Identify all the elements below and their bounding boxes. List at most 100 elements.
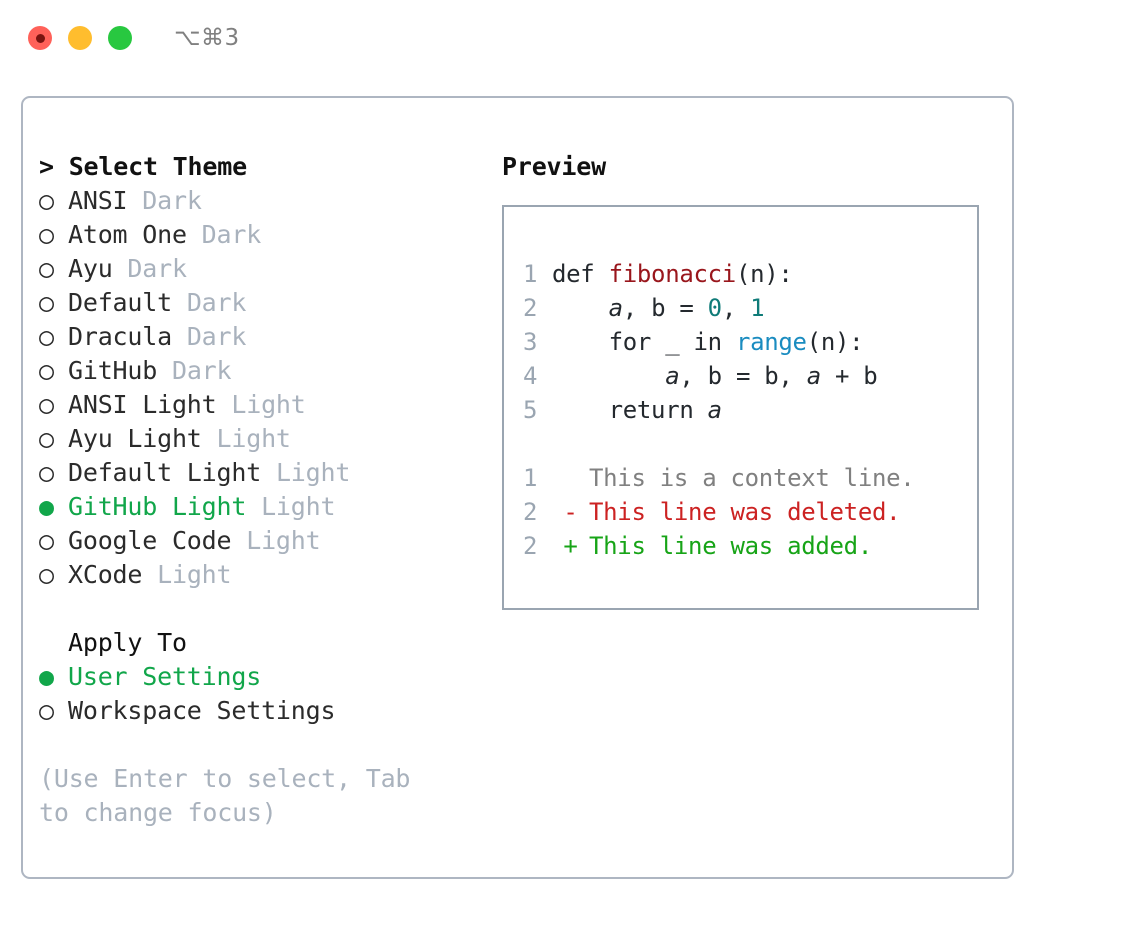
theme-name: Ayu Light <box>68 424 202 453</box>
code-token: , <box>721 294 751 322</box>
theme-kind: Dark <box>201 220 262 249</box>
preview-box: 1 def fibonacci (n): 2 a , b = 0 <box>502 205 979 610</box>
theme-kind: Dark <box>142 186 202 215</box>
radio-unselected-icon[interactable]: ○ <box>39 696 54 725</box>
diff-sample: 1 This is a context line. 2 - This line … <box>523 461 977 563</box>
code-line: 3 for _ in range (n): <box>523 325 977 359</box>
theme-name: Default Light <box>68 458 262 487</box>
code-line: 2 a , b = 0 , 1 <box>523 291 977 325</box>
theme-item-github-dark[interactable]: ○ GitHub Dark <box>39 354 469 388</box>
code-sample: 1 def fibonacci (n): 2 a , b = 0 <box>523 257 977 427</box>
diff-text: This line was added. <box>589 532 872 560</box>
theme-name: GitHub <box>68 356 158 385</box>
theme-name: Default <box>68 288 172 317</box>
line-number: 2 <box>523 498 538 526</box>
select-theme-heading: > Select Theme <box>39 152 247 181</box>
close-button-icon[interactable] <box>28 26 52 50</box>
radio-selected-icon[interactable]: ● <box>39 492 54 521</box>
radio-unselected-icon[interactable]: ○ <box>39 560 54 589</box>
theme-kind: Light <box>231 390 306 419</box>
theme-item-github-light[interactable]: ● GitHub Light Light <box>39 490 469 524</box>
theme-item-dracula-dark[interactable]: ○ Dracula Dark <box>39 320 469 354</box>
theme-item-ayu-light[interactable]: ○ Ayu Light Light <box>39 422 469 456</box>
code-line: 4 a , b = b, a + b <box>523 359 977 393</box>
line-number: 2 <box>523 294 538 322</box>
diff-text: This line was deleted. <box>589 498 901 526</box>
theme-kind: Dark <box>186 288 247 317</box>
preview-gap <box>523 427 977 461</box>
line-number: 5 <box>523 396 538 424</box>
diff-line-deleted: 2 - This line was deleted. <box>523 495 977 529</box>
code-token-function: fibonacci <box>608 260 737 288</box>
theme-name: Atom One <box>68 220 187 249</box>
theme-item-atom-one-dark[interactable]: ○ Atom One Dark <box>39 218 469 252</box>
theme-name: ANSI Light <box>68 390 217 419</box>
code-token-call: range <box>735 328 807 356</box>
radio-unselected-icon[interactable]: ○ <box>39 254 54 283</box>
apply-to-label: User Settings <box>68 662 262 691</box>
diff-text: This is a context line. <box>589 464 915 492</box>
code-token: + b <box>820 362 878 390</box>
code-token-number: 0 <box>707 294 722 322</box>
preview-heading: Preview <box>502 152 606 181</box>
theme-name: Ayu <box>68 254 113 283</box>
code-token-variable: a <box>806 362 821 390</box>
code-token: def <box>552 260 609 288</box>
diff-marker-plus: + <box>563 532 578 560</box>
maximize-button-icon[interactable] <box>108 26 132 50</box>
line-number: 2 <box>523 532 538 560</box>
theme-kind: Light <box>275 458 351 487</box>
window-controls <box>28 26 132 50</box>
minimize-button-icon[interactable] <box>68 26 92 50</box>
code-token-variable: a <box>665 362 680 390</box>
panel-columns: > Select Theme ○ ANSI Dark ○ Atom One <box>23 98 1012 877</box>
radio-unselected-icon[interactable]: ○ <box>39 526 54 555</box>
radio-unselected-icon[interactable]: ○ <box>39 322 54 351</box>
theme-item-default-light[interactable]: ○ Default Light Light <box>39 456 469 490</box>
theme-item-xcode-light[interactable]: ○ XCode Light <box>39 558 469 592</box>
theme-name: ANSI <box>68 186 128 215</box>
main-panel: > Select Theme ○ ANSI Dark ○ Atom One <box>21 96 1014 879</box>
code-token: , b = <box>622 294 708 322</box>
theme-picker-column: > Select Theme ○ ANSI Dark ○ Atom One <box>39 150 469 830</box>
radio-unselected-icon[interactable]: ○ <box>39 390 54 419</box>
theme-kind: Dark <box>186 322 247 351</box>
code-token-variable: a <box>707 396 722 424</box>
theme-kind: Dark <box>127 254 187 283</box>
theme-name: Dracula <box>68 322 172 351</box>
code-token-variable: a <box>608 294 623 322</box>
radio-unselected-icon[interactable]: ○ <box>39 220 54 249</box>
radio-unselected-icon[interactable]: ○ <box>39 424 54 453</box>
code-token: , b = b, <box>679 362 807 390</box>
theme-kind: Dark <box>171 356 232 385</box>
theme-item-google-code-light[interactable]: ○ Google Code Light <box>39 524 469 558</box>
theme-item-default-dark[interactable]: ○ Default Dark <box>39 286 469 320</box>
theme-name: Google Code <box>68 526 232 555</box>
close-dot-inner <box>35 33 45 43</box>
diff-line-context: 1 This is a context line. <box>523 461 977 495</box>
theme-item-ansi-light[interactable]: ○ ANSI Light Light <box>39 388 469 422</box>
apply-to-heading: Apply To <box>68 628 187 657</box>
radio-unselected-icon[interactable]: ○ <box>39 458 54 487</box>
diff-marker-minus: - <box>563 498 578 526</box>
radio-unselected-icon[interactable]: ○ <box>39 288 54 317</box>
theme-list: ○ ANSI Dark ○ Atom One Dark ○ <box>39 184 469 592</box>
apply-to-item-user-settings[interactable]: ● User Settings <box>39 660 469 694</box>
radio-unselected-icon[interactable]: ○ <box>39 356 54 385</box>
radio-unselected-icon[interactable]: ○ <box>39 186 54 215</box>
apply-to-list: ● User Settings ○ Workspace Settings <box>39 660 469 728</box>
radio-selected-icon[interactable]: ● <box>39 662 54 691</box>
theme-item-ansi-dark[interactable]: ○ ANSI Dark <box>39 184 469 218</box>
theme-name: GitHub Light <box>68 492 247 521</box>
keyboard-shortcut-label: ⌥⌘3 <box>174 25 240 51</box>
apply-to-label: Workspace Settings <box>68 696 336 725</box>
theme-item-ayu-dark[interactable]: ○ Ayu Dark <box>39 252 469 286</box>
line-number: 4 <box>523 362 538 390</box>
list-spacer <box>39 592 469 626</box>
theme-kind: Light <box>246 526 321 555</box>
code-token <box>552 359 665 393</box>
code-line: 5 return a <box>523 393 977 427</box>
apply-to-item-workspace-settings[interactable]: ○ Workspace Settings <box>39 694 469 728</box>
theme-kind: Light <box>157 560 232 589</box>
